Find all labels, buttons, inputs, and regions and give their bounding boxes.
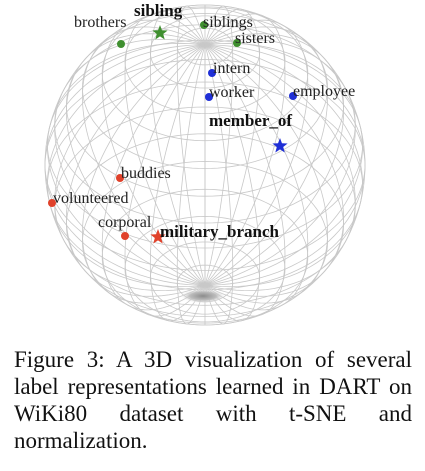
group-member-of: intern worker employee member_of xyxy=(205,60,355,153)
label-buddies: buddies xyxy=(121,165,171,182)
point-siblings xyxy=(200,21,208,29)
label-military-branch: military_branch xyxy=(160,222,280,241)
sphere-visualization: brothers sibling siblings sisters intern… xyxy=(44,1,366,326)
point-brothers xyxy=(117,40,125,48)
sphere-gridline xyxy=(124,13,206,286)
sphere-gridline xyxy=(54,38,206,286)
sphere-gridline xyxy=(204,44,309,311)
sphere-gridline xyxy=(101,44,206,311)
group-sibling: brothers sibling siblings sisters xyxy=(74,1,275,48)
sphere-gridline xyxy=(204,44,234,325)
star-sibling xyxy=(152,25,168,40)
sphere-gridline xyxy=(176,44,206,325)
point-volunteered xyxy=(48,199,56,207)
label-sibling: sibling xyxy=(134,1,183,20)
star-military-branch xyxy=(150,229,166,244)
sphere-gridline xyxy=(149,44,206,322)
label-member-of: member_of xyxy=(209,111,292,130)
sphere-gridline xyxy=(204,19,309,286)
sphere-gridline xyxy=(46,42,206,286)
point-sisters xyxy=(233,39,241,47)
star-member-of xyxy=(272,138,288,153)
sphere-gridline xyxy=(204,13,286,286)
sphere-outline xyxy=(44,4,366,326)
sphere-gridline xyxy=(204,44,329,304)
sphere-gridline xyxy=(204,44,345,297)
sphere-gridline xyxy=(204,38,356,286)
figure-caption: Figure 3: A 3D visualization of several … xyxy=(14,347,412,453)
point-intern xyxy=(208,69,216,77)
label-volunteered: volunteered xyxy=(53,190,129,207)
sphere-gridline xyxy=(204,26,329,286)
sphere-gridline xyxy=(204,44,364,288)
label-sisters: sisters xyxy=(235,30,275,47)
group-military-branch: buddies volunteered corporal military_br… xyxy=(48,165,280,244)
sphere-gridline xyxy=(204,44,286,317)
label-corporal: corporal xyxy=(98,214,152,231)
label-siblings: siblings xyxy=(203,14,253,31)
point-corporal xyxy=(121,232,129,240)
sphere-gridline xyxy=(81,44,206,304)
sphere-gridline xyxy=(204,44,356,292)
label-intern: intern xyxy=(213,60,250,77)
sphere-gridline xyxy=(65,33,206,286)
sphere-gridline xyxy=(204,44,261,322)
label-employee: employee xyxy=(293,83,355,100)
label-worker: worker xyxy=(209,84,255,101)
point-buddies xyxy=(116,174,124,182)
sphere-gridline xyxy=(204,33,345,286)
point-employee xyxy=(289,92,297,100)
label-brothers: brothers xyxy=(74,14,126,31)
sphere-gridline xyxy=(65,44,206,297)
sphere-gridline xyxy=(101,19,206,286)
sphere-gridline xyxy=(204,5,234,286)
sphere-pole-shading xyxy=(181,289,225,303)
sphere-gridline xyxy=(176,5,206,286)
point-worker xyxy=(205,93,213,101)
sphere-gridline xyxy=(81,26,206,286)
wireframe-sphere xyxy=(44,4,366,326)
sphere-gridline xyxy=(124,44,206,317)
